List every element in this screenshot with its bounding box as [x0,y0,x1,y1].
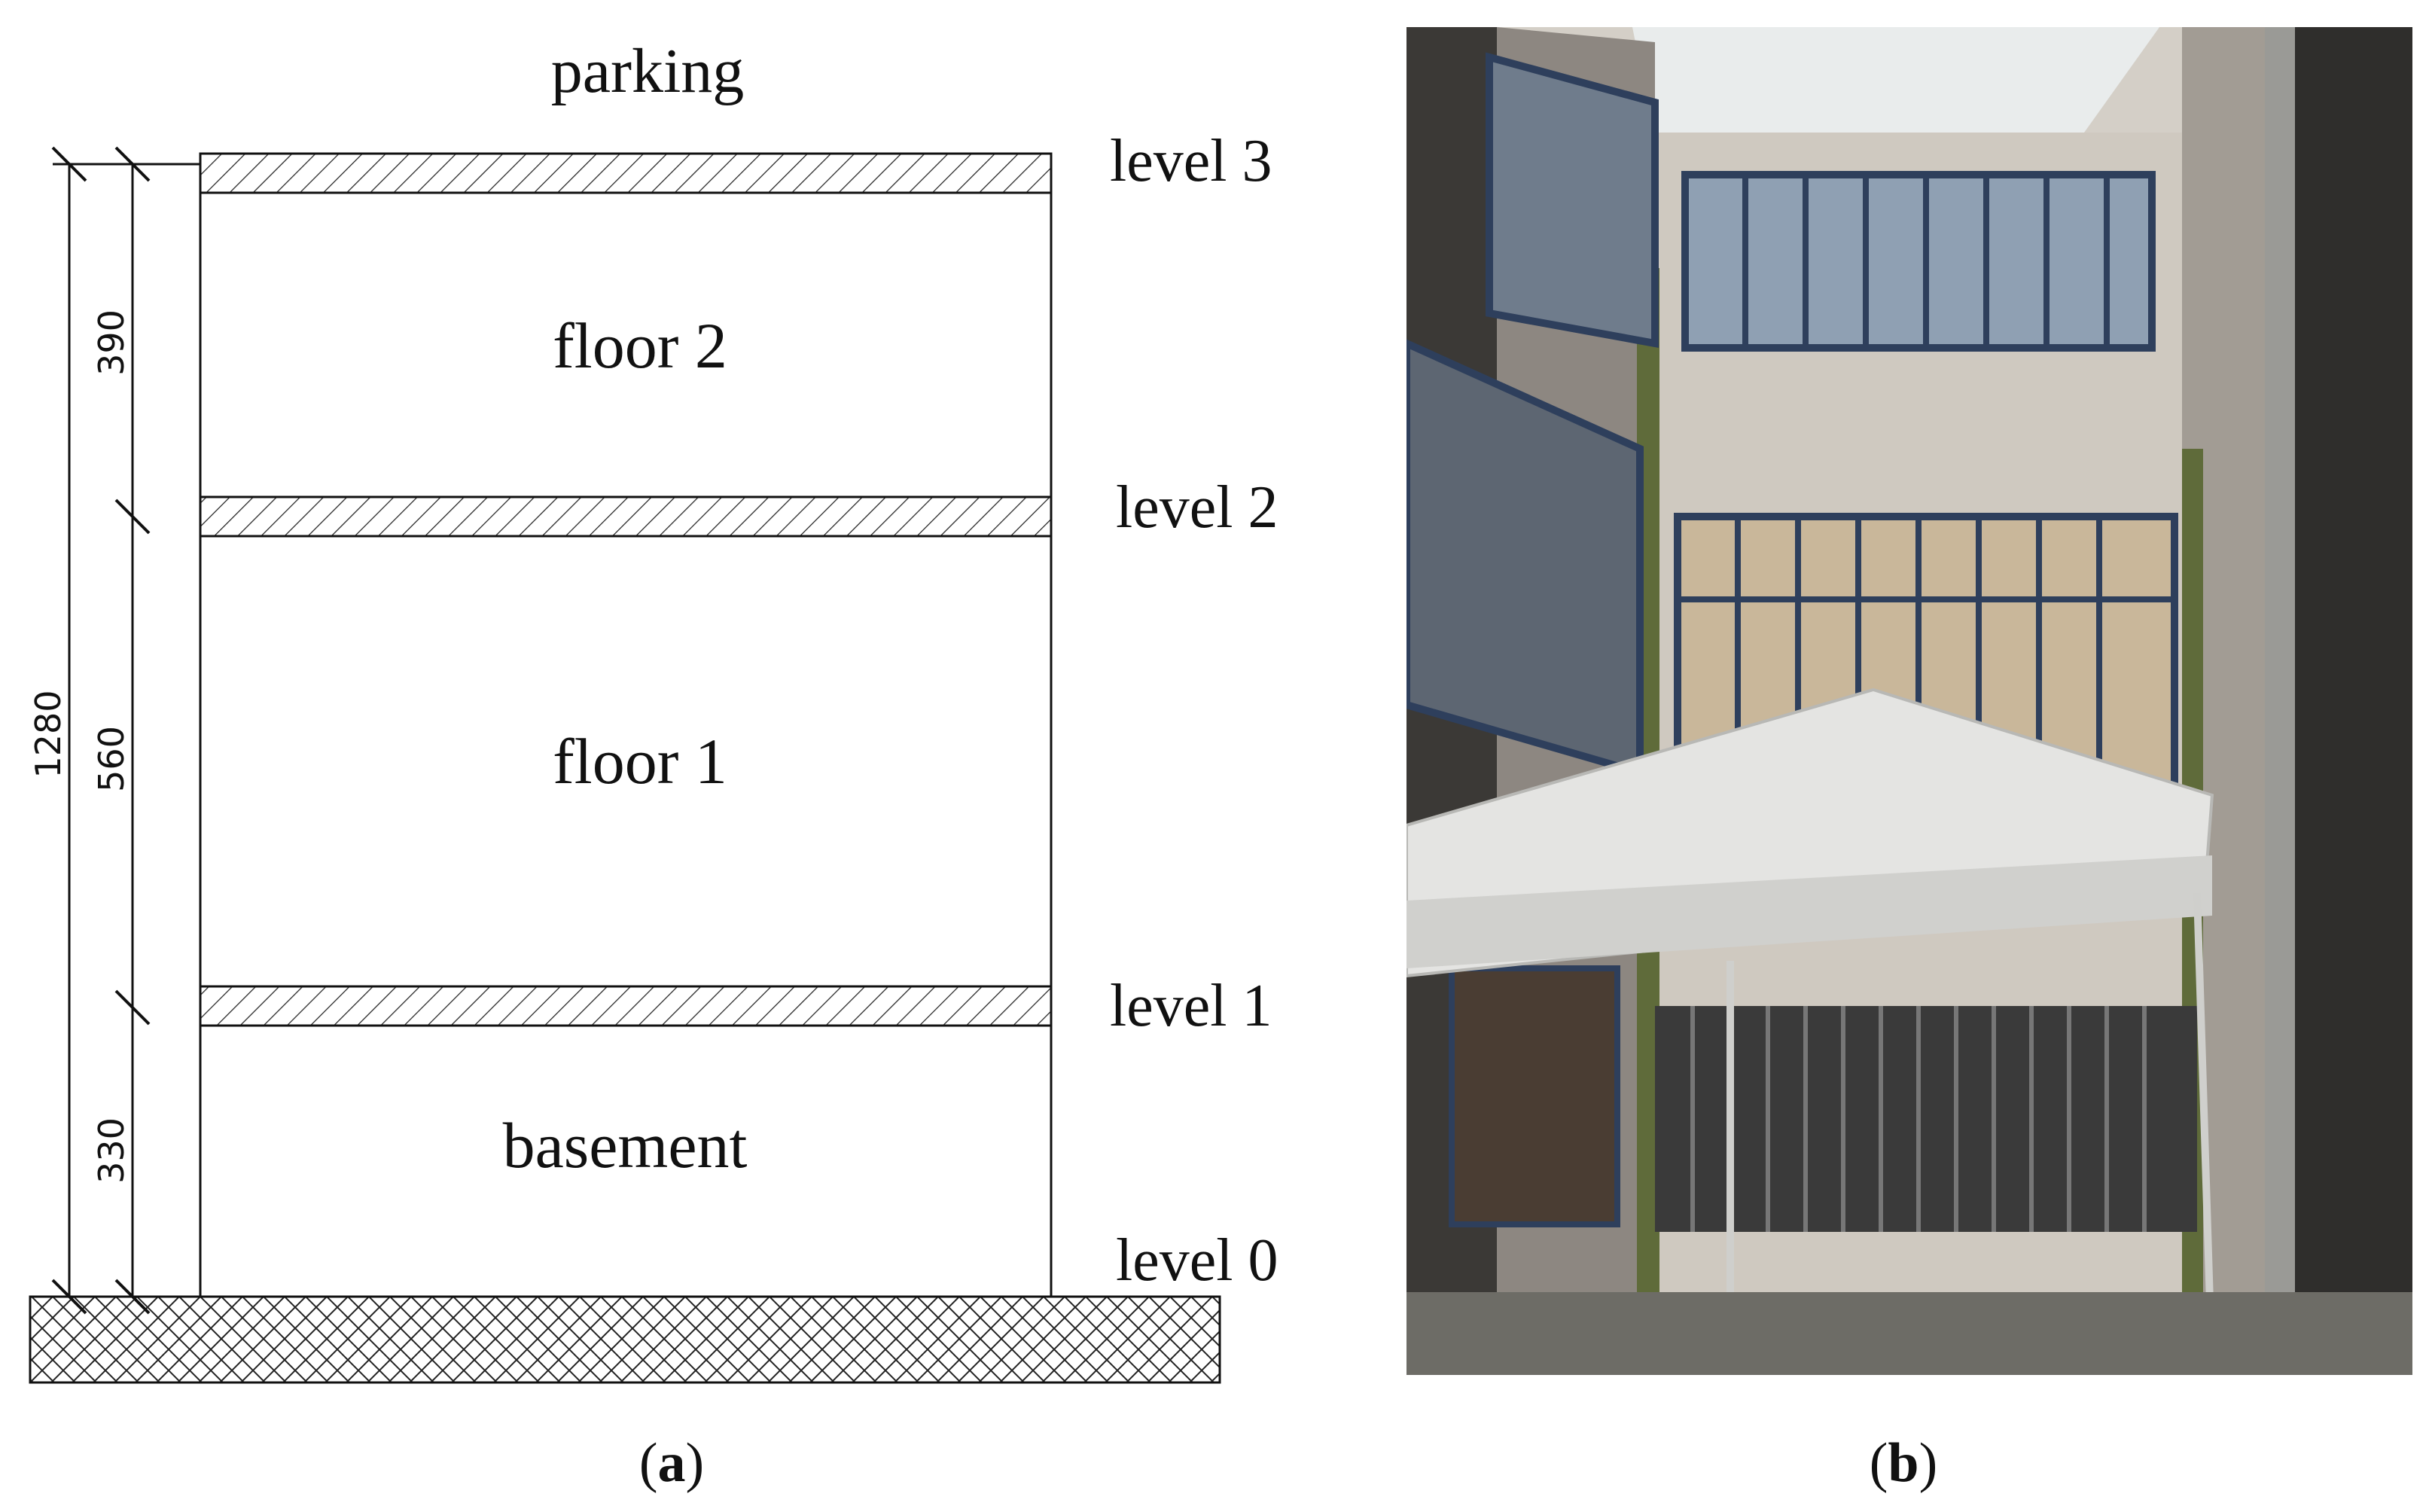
caption-b: (b) [1869,1432,1938,1494]
floor-2-label: floor 2 [553,309,727,382]
caption-b-letter: b [1888,1432,1919,1494]
courtyard-ground [1406,1292,2412,1375]
upper-window-mullions [1742,175,2110,348]
dimension-floor-2-label: 390 [91,309,132,376]
tick-level-1 [114,989,151,1026]
parking-label: parking [551,36,745,106]
tick-level-2 [114,498,151,535]
level-1-label: level 1 [1110,973,1272,1039]
tent-skirt [1406,855,2212,968]
slab-level-3 [199,152,1053,194]
caption-a-letter: a [657,1432,686,1494]
ground-hatch [29,1295,1221,1384]
basement-label: basement [503,1109,748,1181]
tick-floors-bottom [114,1279,151,1315]
courtyard-illustration [1406,27,2412,1375]
slab-level-1 [199,985,1053,1027]
level-2-label: level 2 [1116,474,1278,541]
upper-window-band [1681,171,2156,352]
dimension-floor-1-label: 560 [91,726,132,792]
tick-floors-top [114,146,151,182]
building-section-diagram: 1280 390 560 330 parking level 3 level 2… [28,36,1278,1384]
slab-level-2 [199,495,1053,538]
left-lower-window [1449,965,1620,1227]
level-0-label: level 0 [1116,1227,1278,1294]
downpipe [2265,27,2295,1375]
right-dark-wall [2295,27,2412,1375]
caption-a: (a) [638,1432,705,1494]
sky [1632,27,2159,140]
left-upper-windows [1486,52,1659,348]
dimension-basement-label: 330 [91,1117,132,1184]
courtyard-photo [1406,27,2412,1375]
floor-1-label: floor 1 [553,725,727,797]
tick-total-bottom [51,1279,87,1315]
dimension-total-label: 1280 [28,690,69,778]
level-3-label: level 3 [1110,128,1272,194]
tick-total-top [51,146,87,182]
lower-window-band [1655,1006,2197,1232]
